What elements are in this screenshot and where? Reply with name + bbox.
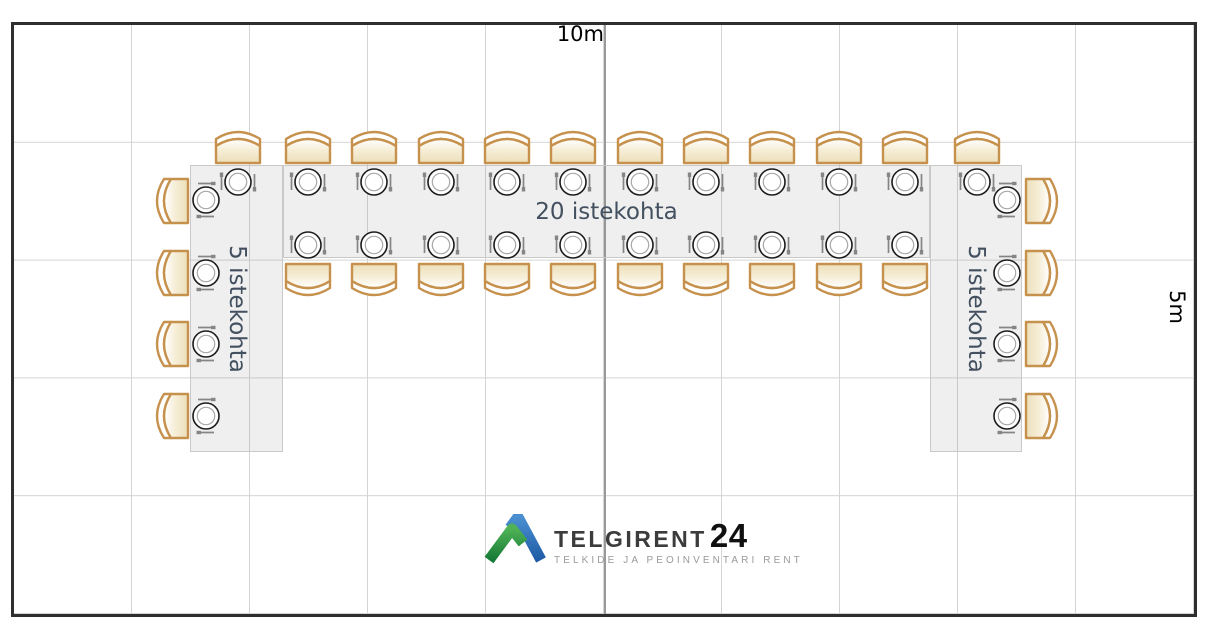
logo-brand-name: TELGIRENT — [554, 526, 707, 552]
chair-icon — [213, 122, 263, 166]
place-setting-icon — [487, 230, 527, 260]
chair-icon — [349, 122, 399, 166]
telgirent-logo-icon — [484, 514, 546, 564]
chair-icon — [147, 248, 191, 298]
chair-icon — [814, 261, 864, 305]
chair-icon — [147, 319, 191, 369]
place-setting-icon — [288, 167, 328, 197]
place-setting-icon — [819, 167, 859, 197]
logo-tagline: TELKIDE JA PEOINVENTARI RENT — [554, 555, 803, 566]
chair-icon — [747, 261, 797, 305]
place-setting-icon — [957, 167, 997, 197]
chair-icon — [1023, 319, 1067, 369]
place-setting-icon — [686, 167, 726, 197]
place-setting-icon — [620, 167, 660, 197]
place-setting-icon — [288, 230, 328, 260]
place-setting-icon — [752, 230, 792, 260]
chair-icon — [615, 122, 665, 166]
chair-icon — [615, 261, 665, 305]
place-setting-icon — [487, 167, 527, 197]
place-setting-icon — [752, 167, 792, 197]
chair-icon — [747, 122, 797, 166]
chair-icon — [880, 261, 930, 305]
plan-grid: 20 istekohta 5 istekohta 5 istekohta 10m… — [11, 22, 1197, 617]
chair-icon — [147, 391, 191, 441]
chair-icon — [681, 122, 731, 166]
width-dimension-label: 10m — [556, 22, 604, 46]
chair-icon — [283, 261, 333, 305]
place-setting-icon — [553, 167, 593, 197]
place-setting-icon — [885, 230, 925, 260]
chair-icon — [416, 122, 466, 166]
place-setting-icon — [992, 396, 1022, 436]
logo-brand-number: 24 — [709, 517, 748, 554]
place-setting-icon — [421, 230, 461, 260]
telgirent-logo: TELGIRENT24 TELKIDE JA PEOINVENTARI RENT — [484, 514, 803, 566]
place-setting-icon — [992, 253, 1022, 293]
chair-icon — [482, 261, 532, 305]
place-setting-icon — [191, 324, 221, 364]
logo-text-block: TELGIRENT24 TELKIDE JA PEOINVENTARI RENT — [554, 519, 803, 566]
logo-brand-row: TELGIRENT24 — [554, 519, 803, 552]
chair-icon — [482, 122, 532, 166]
chair-icon — [283, 122, 333, 166]
chair-icon — [548, 261, 598, 305]
table-long-seat-count: 20 istekohta — [535, 198, 678, 225]
place-setting-icon — [992, 180, 1022, 220]
place-setting-icon — [354, 230, 394, 260]
chair-icon — [814, 122, 864, 166]
place-setting-icon — [191, 396, 221, 436]
place-setting-icon — [191, 180, 221, 220]
place-setting-icon — [553, 230, 593, 260]
chair-icon — [147, 176, 191, 226]
place-setting-icon — [620, 230, 660, 260]
chair-icon — [1023, 248, 1067, 298]
place-setting-icon — [686, 230, 726, 260]
chair-icon — [548, 122, 598, 166]
place-setting-icon — [421, 167, 461, 197]
place-setting-icon — [218, 167, 258, 197]
height-dimension-label: 5m — [1165, 290, 1189, 324]
seating-layer — [14, 25, 1194, 614]
chair-icon — [349, 261, 399, 305]
chair-icon — [952, 122, 1002, 166]
place-setting-icon — [354, 167, 394, 197]
place-setting-icon — [885, 167, 925, 197]
chair-icon — [1023, 391, 1067, 441]
place-setting-icon — [819, 230, 859, 260]
place-setting-icon — [992, 324, 1022, 364]
center-line — [604, 25, 606, 614]
chair-icon — [1023, 176, 1067, 226]
chair-icon — [880, 122, 930, 166]
chair-icon — [681, 261, 731, 305]
place-setting-icon — [191, 253, 221, 293]
chair-icon — [416, 261, 466, 305]
